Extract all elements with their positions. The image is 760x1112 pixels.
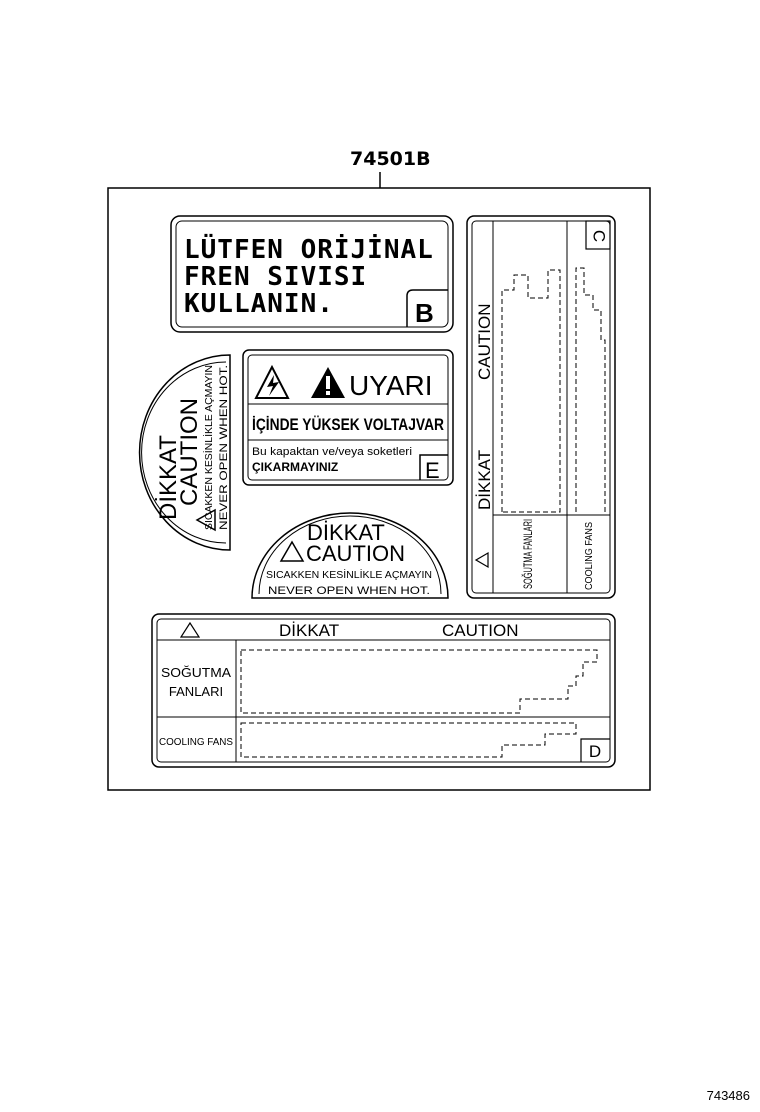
label-mid-round: DİKKAT CAUTION SICAKKEN KESİNLİKLE AÇMAY…: [251, 512, 449, 599]
label-c-row-1: SOĞUTMA FANLARI: [520, 519, 535, 589]
label-d-tag: D: [589, 742, 601, 761]
label-d-word-2: CAUTION: [442, 621, 519, 640]
label-d-word-1: DİKKAT: [279, 621, 339, 640]
label-b-tag: B: [415, 298, 434, 328]
label-e-line-1: İÇİNDE YÜKSEK VOLTAJVAR: [252, 415, 444, 434]
label-mid-word-1: DİKKAT: [307, 520, 385, 545]
label-d-row-2: COOLING FANS: [159, 737, 233, 748]
label-d-row-1b: FANLARI: [169, 684, 223, 699]
warning-icon: [279, 540, 305, 562]
label-d-row-1a: SOĞUTMA: [161, 665, 231, 680]
label-c-word-1: DİKKAT: [475, 450, 494, 510]
label-left-word-1: DİKKAT: [155, 435, 182, 520]
label-left-line-2: NEVER OPEN WHEN HOT.: [218, 365, 230, 530]
warning-icon: [179, 621, 201, 638]
label-e-heading: UYARI: [349, 370, 433, 401]
label-left-round: DİKKAT CAUTION SICAKKEN KESİNLİKLE AÇMAY…: [138, 354, 231, 551]
label-b: LÜTFEN ORİJİNAL FREN SIVISI KULLANIN. B: [170, 215, 454, 333]
label-b-line-2: FREN SIVISI: [184, 262, 367, 292]
label-left-word-2: CAUTION: [176, 398, 203, 506]
label-set-frame: [107, 187, 651, 791]
label-e-line-2: Bu kapaktan ve/veya soketleri: [252, 446, 412, 458]
label-c-row-2: COOLING FANS: [584, 522, 595, 590]
label-mid-line-2: NEVER OPEN WHEN HOT.: [268, 585, 430, 597]
label-e-line-3: ÇIKARMAYINIZ: [252, 460, 338, 474]
high-voltage-icon: [254, 364, 290, 399]
warning-icon: [195, 508, 216, 532]
label-b-line-3: KULLANIN.: [184, 289, 334, 319]
label-mid-line-1: SICAKKEN KESİNLİKLE AÇMAYIN: [266, 568, 432, 581]
label-b-line-1: LÜTFEN ORİJİNAL: [184, 232, 434, 265]
label-c-word-2: CAUTION: [475, 304, 494, 381]
part-number: 74501B: [350, 148, 431, 170]
label-c-tag: C: [590, 230, 609, 242]
label-d: DİKKAT CAUTION SOĞUTMA FANLARI COOLING F…: [151, 613, 616, 768]
warning-icon: [474, 551, 489, 569]
label-left-line-1: SICAKKEN KESİNLİKLE AÇMAYIN: [202, 365, 215, 530]
label-e-tag: E: [425, 458, 440, 483]
label-e: UYARI İÇİNDE YÜKSEK VOLTAJVAR Bu kapakta…: [242, 349, 454, 486]
label-mid-word-2: CAUTION: [306, 541, 405, 566]
label-c: C DİKKAT CAUTION SOĞUTMA FANLARI COOLING…: [466, 215, 616, 599]
figure-ref: 743486: [707, 1088, 750, 1103]
